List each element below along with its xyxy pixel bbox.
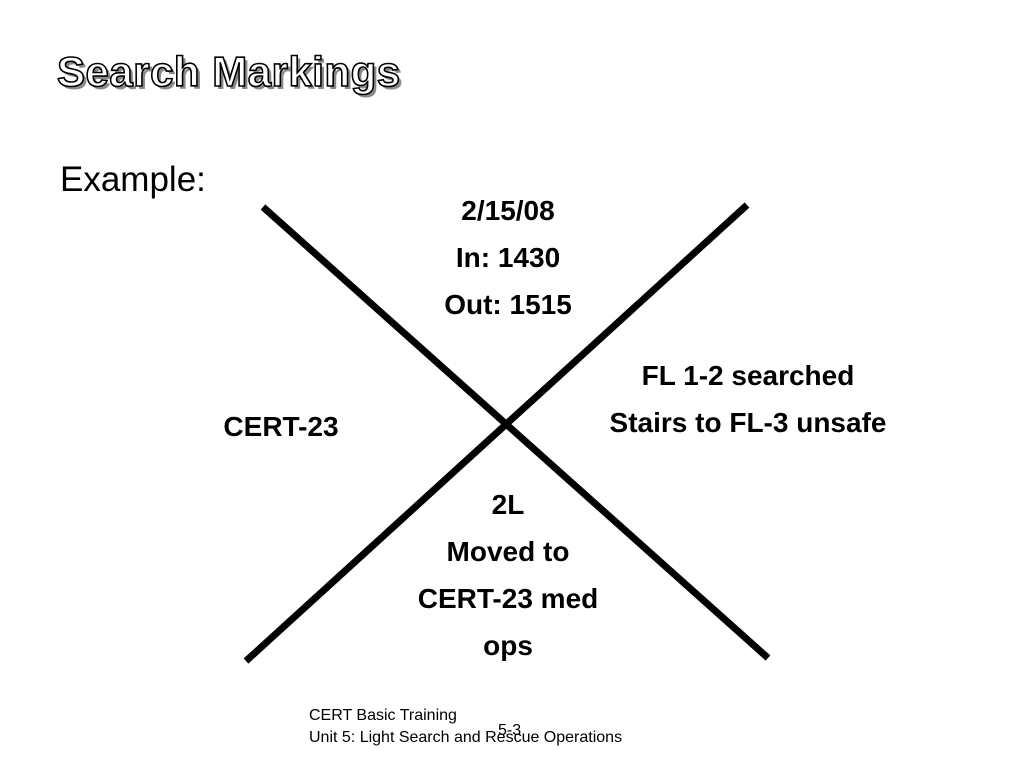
victim-count: 2L bbox=[491, 489, 525, 520]
time-out: Out: 1515 bbox=[444, 289, 572, 320]
search-date: 2/15/08 bbox=[461, 195, 555, 226]
slide-title: Search Markings bbox=[56, 47, 401, 96]
floors-searched: FL 1-2 searched bbox=[641, 360, 855, 391]
x-stroke-descending bbox=[260, 204, 771, 661]
page-number: 5-3 bbox=[498, 722, 522, 739]
quadrant-left-team-id: CERT-23 bbox=[181, 403, 381, 450]
hazard-note: Stairs to FL-3 unsafe bbox=[609, 407, 887, 438]
team-id: CERT-23 bbox=[223, 411, 339, 442]
time-in: In: 1430 bbox=[455, 242, 561, 273]
victim-note-line-2: CERT-23 med bbox=[417, 583, 599, 614]
quadrant-top-date-time: 2/15/08 In: 1430 Out: 1515 bbox=[408, 187, 608, 328]
example-label: Example: bbox=[60, 160, 206, 199]
victim-note-line-3: ops bbox=[483, 630, 533, 661]
victim-note-line-1: Moved to bbox=[446, 536, 570, 567]
quadrant-right-hazards: FL 1-2 searched Stairs to FL-3 unsafe bbox=[568, 352, 928, 446]
quadrant-bottom-victims: 2L Moved to CERT-23 med ops bbox=[378, 481, 638, 669]
footer-text: CERT Basic Training Unit 5: Light Search… bbox=[309, 705, 622, 749]
x-stroke-ascending bbox=[243, 202, 750, 664]
footer-course: CERT Basic Training bbox=[309, 707, 457, 724]
footer-unit: Unit 5: Light Search and Rescue Operatio… bbox=[309, 729, 623, 746]
